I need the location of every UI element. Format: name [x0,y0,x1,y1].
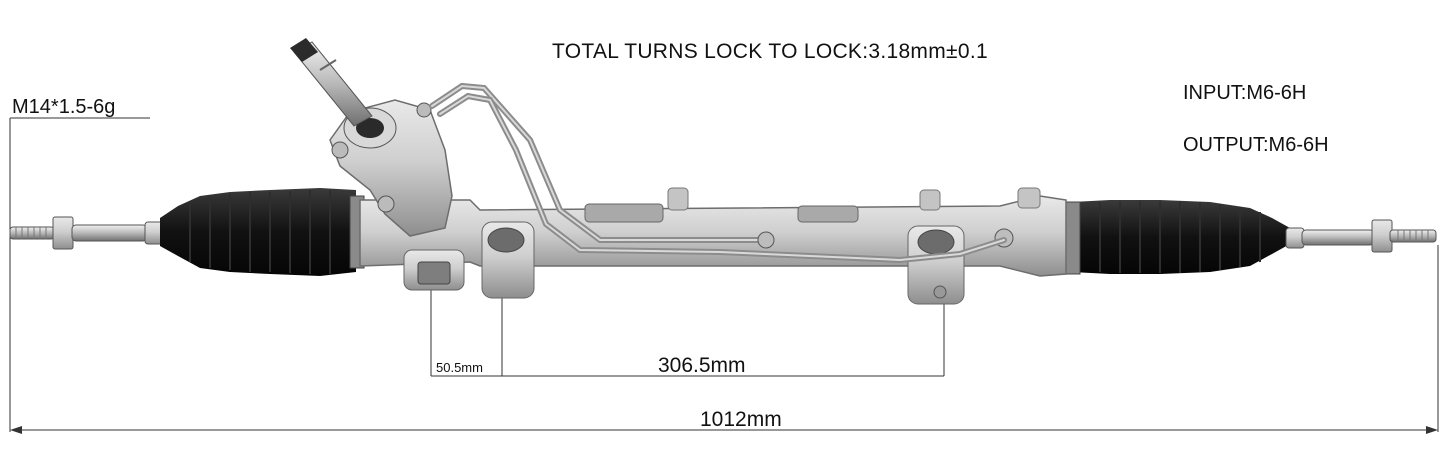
overall-length-dimension: 1012mm [700,408,782,431]
right-tie-rod [1285,219,1437,253]
hydraulic-lines [429,82,1007,264]
left-arrowhead [10,426,22,434]
dimension-lines [9,117,1439,432]
left-boot [160,188,365,276]
total-turns-label: TOTAL TURNS LOCK TO LOCK:3.18mm±0.1 [552,40,988,63]
input-port-label: INPUT:M6-6H [1183,82,1307,104]
right-boot [1065,200,1290,275]
right-arrowhead [1426,426,1438,434]
port-spacing-dimension: 306.5mm [658,354,746,377]
tie-rod-thread-label: M14*1.5-6g [12,96,116,118]
arrowheads [10,426,1438,434]
port-offset-dimension: 50.5mm [436,360,483,375]
input-shaft [290,38,373,127]
rack-housing [359,187,1067,305]
output-port-label: OUTPUT:M6-6H [1183,134,1329,156]
left-tie-rod [9,216,164,250]
